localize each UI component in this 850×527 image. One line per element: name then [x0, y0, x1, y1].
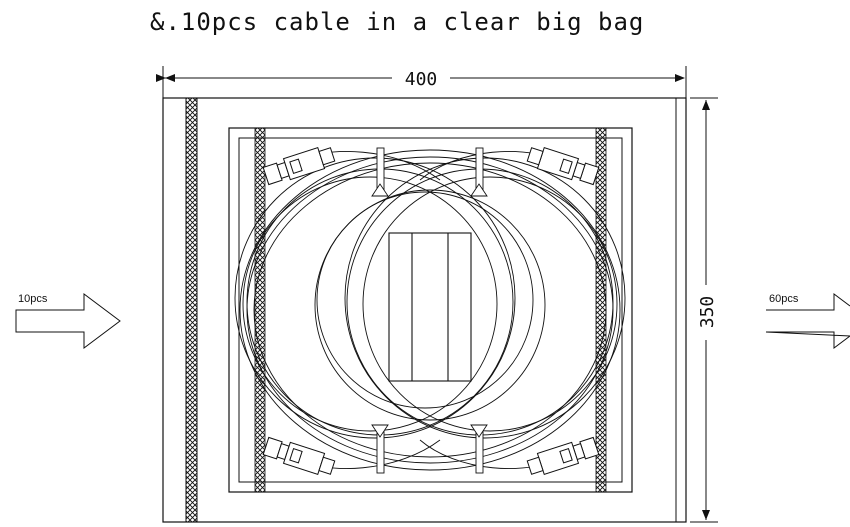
connector-bottom-right — [526, 436, 600, 476]
outer-bag — [162, 97, 687, 523]
connector-top-right — [526, 146, 600, 186]
connector-top-left — [262, 146, 336, 186]
width-label: 400 — [405, 69, 438, 90]
right-arrow-label: 60pcs — [769, 293, 799, 305]
left-arrow-label: 10pcs — [18, 293, 48, 305]
width-dimension: 400 — [156, 66, 687, 98]
connector-bottom-left — [262, 436, 336, 476]
height-label: 350 — [697, 296, 718, 329]
center-label-block — [388, 232, 472, 382]
height-dimension: 350 — [690, 97, 718, 523]
right-quantity-arrow: 60pcs — [765, 293, 850, 349]
left-quantity-arrow: 10pcs — [15, 293, 121, 349]
diagram-title: &.10pcs cable in a clear big bag — [150, 8, 645, 36]
cable-ties — [371, 147, 488, 474]
